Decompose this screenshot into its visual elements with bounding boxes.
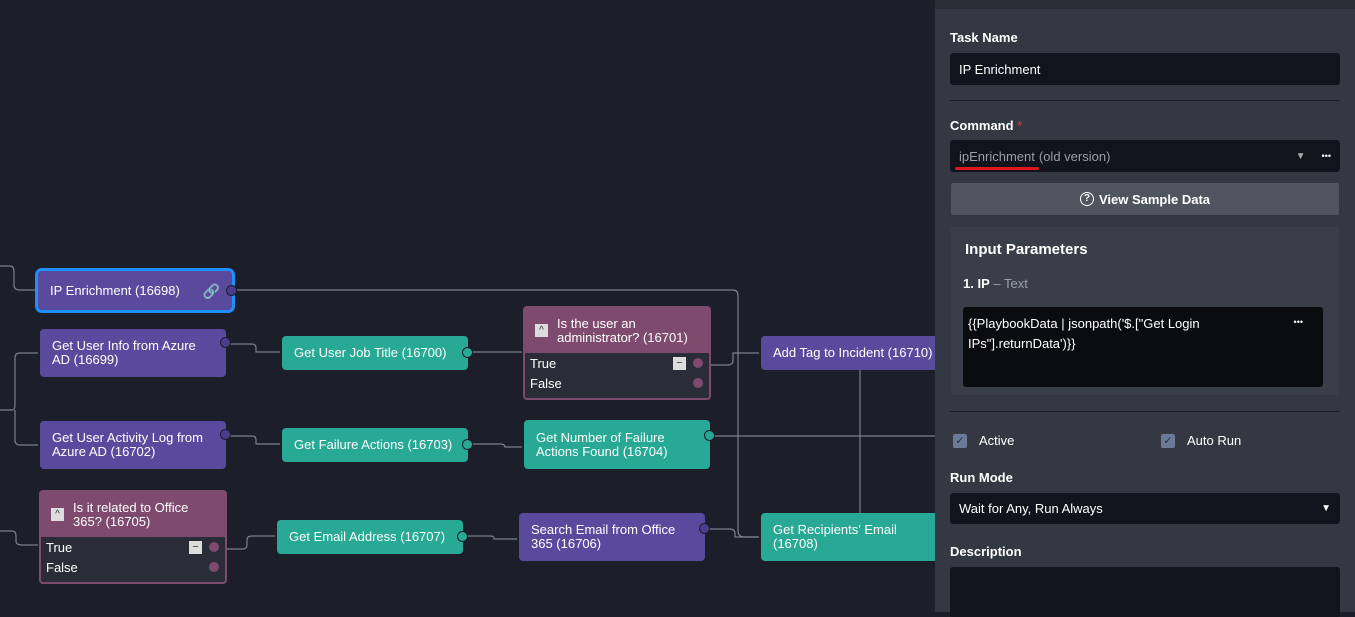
command-version: (old version) [1038, 148, 1111, 164]
active-label: Active [979, 433, 1015, 448]
link-icon[interactable]: 🔗 [202, 282, 220, 299]
output-port[interactable] [220, 337, 231, 349]
param-name: 1. IP [963, 276, 990, 291]
param-value-input[interactable]: {{PlaybookData | jsonpath('$.["Get Login… [963, 307, 1323, 387]
edge [14, 410, 38, 446]
node-label: Get Recipients' Email (16708) [773, 522, 897, 551]
run-mode-value: Wait for Any, Run Always [959, 501, 1103, 516]
description-label: Description [950, 544, 1022, 559]
more-options-icon[interactable]: ••• [1293, 317, 1303, 327]
node-job-title[interactable]: Get User Job Title (16700) [282, 336, 473, 370]
checkmark-icon: ✓ [1161, 433, 1175, 448]
edge [705, 528, 759, 538]
node-label: Get User Job Title (16700) [294, 345, 447, 360]
false-branch-label: False [530, 375, 562, 391]
output-port[interactable] [704, 430, 715, 442]
output-port[interactable] [462, 439, 473, 450]
edge [0, 530, 38, 546]
task-name-value: IP Enrichment [959, 61, 1041, 77]
node-add-tag[interactable]: Add Tag to Incident (16710) [761, 336, 935, 370]
collapse-icon[interactable]: ^ [51, 508, 64, 521]
node-label: Is the user an administrator? (16701) [557, 315, 688, 345]
playbook-canvas[interactable]: IP Enrichment (16698) 🔗 Get User Info fr… [0, 0, 935, 612]
active-checkbox[interactable]: ✓ Active [953, 433, 1014, 448]
edge [463, 535, 517, 540]
output-port[interactable] [699, 522, 710, 534]
checkmark-icon: ✓ [953, 433, 967, 448]
edge [220, 535, 275, 550]
node-label: IP Enrichment (16698) [50, 282, 180, 298]
input-parameters-section: Input Parameters 1. IP – Text {{Playbook… [951, 227, 1339, 395]
more-options-icon[interactable]: ••• [1321, 151, 1331, 161]
node-label: Get Email Address (16707) [289, 529, 446, 544]
node-label: Get User Activity Log from Azure AD (167… [52, 430, 203, 459]
dropdown-arrow-icon[interactable]: ▼ [1321, 503, 1331, 514]
node-is-admin-condition[interactable]: ^ Is the user an administrator? (16701) T… [523, 306, 711, 400]
description-input[interactable] [950, 567, 1340, 617]
output-port[interactable] [220, 429, 231, 441]
auto-run-label: Auto Run [1187, 433, 1242, 448]
output-port[interactable] [457, 531, 468, 542]
divider [950, 411, 1340, 412]
node-failure-actions[interactable]: Get Failure Actions (16703) [282, 428, 473, 462]
false-port[interactable] [693, 378, 703, 388]
help-icon: ? [1079, 192, 1094, 206]
command-select[interactable]: ipEnrichment (old version) ▼ ••• [950, 140, 1340, 172]
node-label: Add Tag to Incident (16710) [773, 345, 933, 360]
connector-lines [0, 265, 935, 550]
red-underline-annotation [955, 166, 1039, 170]
edge [226, 343, 280, 353]
task-properties-panel: Task Name IP Enrichment Command * ipEnri… [935, 0, 1355, 617]
node-label: Get Number of Failure Actions Found (167… [536, 429, 668, 459]
true-branch-label: True [530, 355, 557, 371]
true-branch-label: True [46, 539, 73, 555]
edge [0, 265, 36, 291]
param-value: {{PlaybookData | jsonpath('$.["Get Login… [968, 316, 1200, 351]
false-port[interactable] [209, 562, 219, 572]
task-name-label: Task Name [950, 30, 1018, 45]
view-sample-data-button[interactable]: ? View Sample Data [951, 183, 1339, 215]
node-search-email[interactable]: Search Email from Office 365 (16706) [519, 513, 710, 561]
edge [702, 352, 759, 366]
required-mark: * [1017, 118, 1023, 133]
minus-icon[interactable]: − [673, 356, 686, 370]
node-get-activity-log[interactable]: Get User Activity Log from Azure AD (167… [40, 421, 231, 469]
panel-header [935, 0, 1355, 9]
dropdown-arrow-icon[interactable]: ▼ [1295, 150, 1306, 162]
node-label: Is it related to Office 365? (16705) [73, 499, 189, 529]
false-branch-label: False [46, 559, 78, 575]
true-port[interactable] [209, 542, 219, 552]
output-port[interactable] [226, 284, 237, 296]
node-label: Search Email from Office 365 (16706) [531, 522, 676, 551]
node-num-failure[interactable]: Get Number of Failure Actions Found (167… [524, 420, 715, 469]
node-office365-condition[interactable]: ^ Is it related to Office 365? (16705) Tr… [39, 490, 227, 584]
command-label: Command [950, 118, 1014, 133]
input-parameters-title: Input Parameters [965, 241, 1088, 258]
view-sample-label: View Sample Data [1098, 191, 1211, 207]
output-port[interactable] [462, 347, 473, 358]
edge [468, 443, 522, 448]
true-port[interactable] [693, 358, 703, 368]
edge [0, 352, 38, 411]
task-name-input[interactable]: IP Enrichment [950, 53, 1340, 85]
node-label: Get User Info from Azure AD (16699) [52, 338, 196, 367]
node-email-address[interactable]: Get Email Address (16707) [277, 520, 468, 554]
node-get-user-info[interactable]: Get User Info from Azure AD (16699) [40, 329, 231, 377]
minus-icon[interactable]: − [189, 540, 202, 554]
auto-run-checkbox[interactable]: ✓ Auto Run [1161, 433, 1241, 448]
edge [226, 435, 280, 445]
param-type: – Text [993, 276, 1028, 291]
collapse-icon[interactable]: ^ [535, 324, 548, 337]
divider [950, 100, 1340, 101]
command-value: ipEnrichment [955, 149, 1039, 170]
node-ip-enrichment[interactable]: IP Enrichment (16698) 🔗 [35, 268, 237, 313]
run-mode-label: Run Mode [950, 470, 1013, 485]
node-recipients[interactable]: Get Recipients' Email (16708) [761, 513, 935, 561]
node-label: Get Failure Actions (16703) [294, 437, 453, 452]
run-mode-select[interactable]: Wait for Any, Run Always ▼ [950, 493, 1340, 524]
